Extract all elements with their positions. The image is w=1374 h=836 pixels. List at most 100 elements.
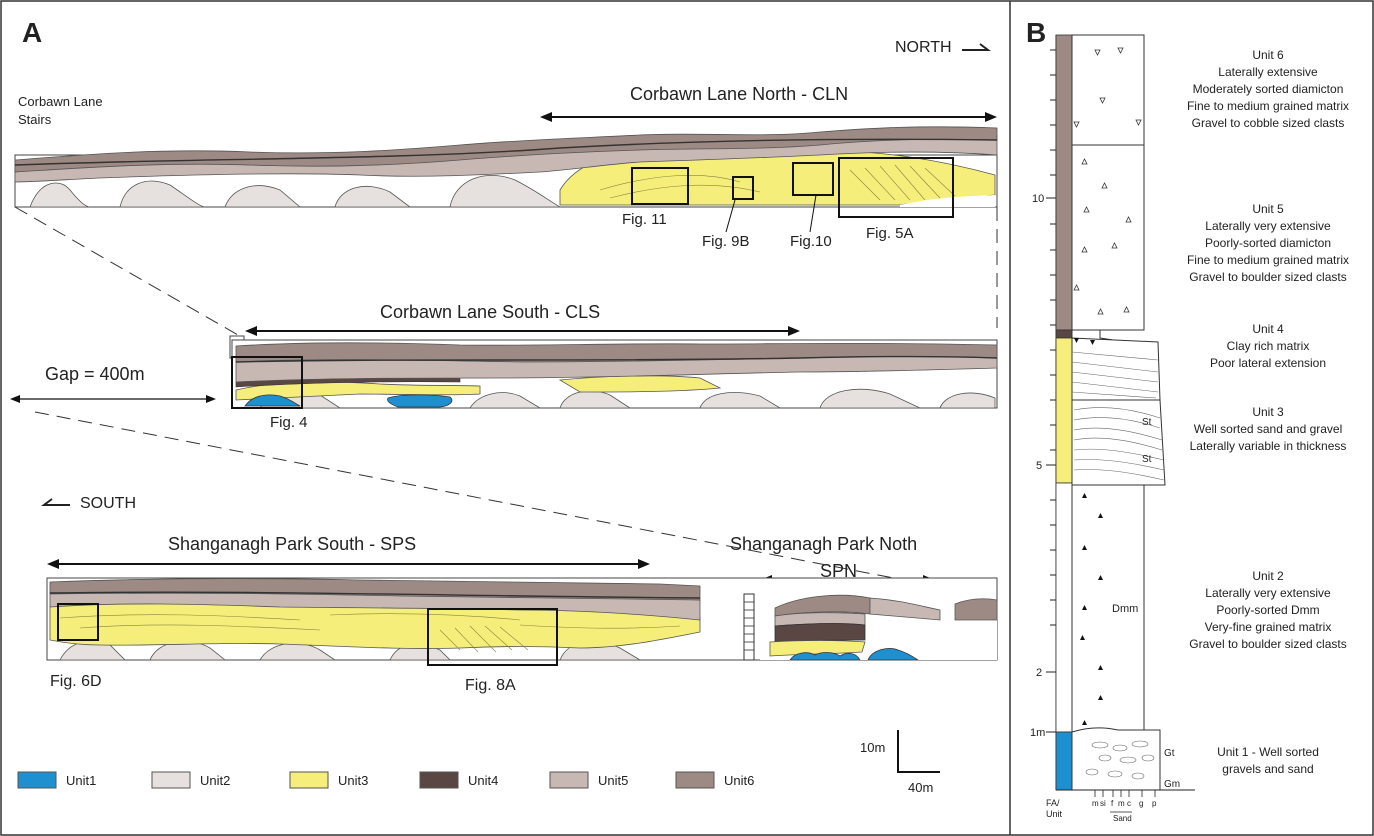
cls-section <box>229 335 998 409</box>
fig4-box <box>231 356 303 409</box>
unit3-line2: Well sorted sand and gravel <box>1194 422 1343 436</box>
axis-label-unit: Unit <box>1046 809 1063 819</box>
panel-a: A NORTH Corbawn Lane Stairs Corbawn Lane… <box>10 17 998 795</box>
legend-label-unit2: Unit2 <box>200 773 230 788</box>
unit4-line2: Clay rich matrix <box>1227 339 1310 353</box>
cln-range-arrow <box>540 112 997 122</box>
dmm-clasts <box>1074 338 1103 725</box>
unit6-line1: Unit 6 <box>1252 48 1284 62</box>
unit4-line1: Unit 4 <box>1252 322 1284 336</box>
unit2-line5: Gravel to boulder sized clasts <box>1189 637 1346 651</box>
spn-section <box>743 593 998 661</box>
panel-b-letter: B <box>1026 17 1046 48</box>
grain-label-g: g <box>1139 799 1143 808</box>
north-label: NORTH <box>895 39 952 56</box>
lithology-log <box>1071 34 1166 791</box>
fig4-label: Fig. 4 <box>270 414 308 431</box>
cls-title: Corbawn Lane South - CLS <box>380 302 600 322</box>
unit5-line4: Fine to medium grained matrix <box>1187 253 1349 267</box>
south-label: SOUTH <box>80 495 136 512</box>
legend-swatch-unit2 <box>151 771 191 789</box>
unit2-line3: Poorly-sorted Dmm <box>1216 603 1319 617</box>
fig9b-box <box>732 176 754 200</box>
fig11-label: Fig. 11 <box>622 211 667 228</box>
clast-symbols <box>1073 47 1142 315</box>
fig5a-box <box>838 157 954 218</box>
grain-label-sand: Sand <box>1113 814 1132 823</box>
unit3-line1: Unit 3 <box>1252 405 1284 419</box>
fig5a-label: Fig. 5A <box>866 225 914 242</box>
unit-color-column <box>1055 34 1073 791</box>
perspective-lines <box>14 206 998 599</box>
unit6-line3: Moderately sorted diamicton <box>1193 82 1344 96</box>
unit3-line3: Laterally variable in thickness <box>1190 439 1347 453</box>
legend-swatch-unit4 <box>419 771 459 789</box>
legend-label-unit6: Unit6 <box>724 773 754 788</box>
grain-label-f: f <box>1111 799 1114 808</box>
cln-figure-boxes <box>631 157 954 233</box>
fig6d-label: Fig. 6D <box>50 673 102 690</box>
sps-range-arrow <box>47 559 650 569</box>
north-arrow: NORTH <box>895 39 991 56</box>
gap-arrow <box>10 395 216 403</box>
fig9b-label: Fig. 9B <box>702 233 750 250</box>
spn-title-line2: SPN <box>820 561 857 581</box>
grain-label-m: m <box>1092 799 1099 808</box>
fig6d-box <box>57 603 99 641</box>
fig8a-box <box>427 608 558 666</box>
fig10-box <box>792 162 834 196</box>
panel-b: B 10 5 2 1m <box>1026 17 1349 823</box>
grain-label-si: si <box>1100 799 1106 808</box>
spn-title-line1: Shanganagh Park Noth <box>730 534 917 554</box>
sps-title: Shanganagh Park South - SPS <box>168 534 416 554</box>
facies-st-lower: St <box>1142 454 1152 465</box>
scale-vertical-label: 10m <box>860 740 885 755</box>
depth-tick-5: 5 <box>1036 460 1042 472</box>
stairs-label-line2: Stairs <box>18 112 52 127</box>
unit-descriptions: Unit 6 Laterally extensive Moderately so… <box>1187 48 1349 776</box>
unit5-line3: Poorly-sorted diamicton <box>1205 236 1331 250</box>
unit1-line1: Unit 1 - Well sorted <box>1217 745 1319 759</box>
unit6-line2: Laterally extensive <box>1218 65 1318 79</box>
cln-title: Corbawn Lane North - CLN <box>630 84 848 104</box>
legend-label-unit1: Unit1 <box>66 773 96 788</box>
unit2-line1: Unit 2 <box>1252 569 1284 583</box>
unit5-line2: Laterally very extensive <box>1205 219 1331 233</box>
south-arrow: SOUTH <box>41 495 136 512</box>
facies-gm: Gm <box>1164 779 1180 790</box>
south-arrow-icon <box>41 498 70 506</box>
depth-tick-10: 10 <box>1032 193 1044 205</box>
panel-a-letter: A <box>22 17 42 48</box>
unit5-line1: Unit 5 <box>1252 202 1284 216</box>
grain-label-p: p <box>1152 799 1157 808</box>
facies-gt: Gt <box>1164 748 1175 759</box>
scale-bar: 10m 40m <box>860 730 940 795</box>
legend: Unit1 Unit2 Unit3 Unit4 Unit5 Unit6 <box>17 771 754 789</box>
grain-label-m2: m <box>1118 799 1125 808</box>
scale-horizontal-label: 40m <box>908 780 933 795</box>
legend-swatch-unit6 <box>675 771 715 789</box>
unit2-line2: Laterally very extensive <box>1205 586 1331 600</box>
legend-swatch-unit3 <box>289 771 329 789</box>
log-hatching <box>1071 351 1165 780</box>
cls-range-arrow <box>245 326 800 336</box>
facies-dmm: Dmm <box>1112 603 1138 615</box>
depth-tick-1m: 1m <box>1030 727 1045 739</box>
fig11-box <box>631 167 689 205</box>
fig10-label: Fig.10 <box>790 233 832 250</box>
sps-section <box>46 577 998 661</box>
stairs-label-line1: Corbawn Lane <box>18 94 103 109</box>
legend-label-unit4: Unit4 <box>468 773 498 788</box>
facies-st-upper: St <box>1142 417 1152 428</box>
fig8a-label: Fig. 8A <box>465 677 516 694</box>
legend-swatch-unit5 <box>549 771 589 789</box>
unit2-line4: Very-fine grained matrix <box>1205 620 1332 634</box>
cln-section <box>14 126 998 208</box>
depth-tick-2: 2 <box>1036 667 1042 679</box>
gap-label: Gap = 400m <box>45 364 145 384</box>
grain-label-c: c <box>1127 799 1131 808</box>
legend-label-unit3: Unit3 <box>338 773 368 788</box>
grain-size-axis: m si f m c g p Sand FA/ Unit <box>1046 789 1195 823</box>
unit5-line5: Gravel to boulder sized clasts <box>1189 270 1346 284</box>
